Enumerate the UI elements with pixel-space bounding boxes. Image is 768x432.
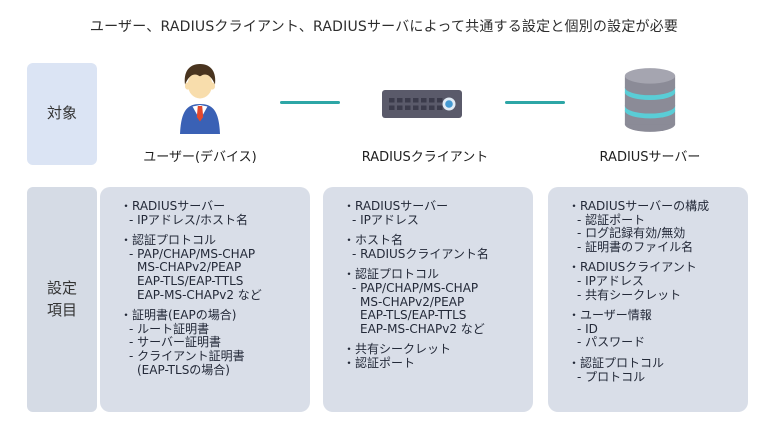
settings-line: - 共有シークレット: [577, 287, 682, 302]
row-label-settings: 設定 項目: [27, 187, 97, 412]
settings-line: MS-CHAPv2/PEAP: [360, 294, 465, 309]
settings-line: ・認証プロトコル: [568, 355, 665, 370]
settings-line: - IPアドレス: [577, 273, 644, 288]
settings-box-radius-server: ・RADIUSサーバーの構成- 認証ポート- ログ記録有効/無効- 証明書のファ…: [548, 187, 748, 412]
settings-line: - PAP/CHAP/MS-CHAP: [129, 246, 256, 261]
settings-line: ・認証プロトコル: [343, 267, 440, 282]
settings-line: ・ユーザー情報: [568, 308, 652, 323]
settings-line: ・証明書(EAPの場合): [120, 308, 237, 323]
settings-line: - PAP/CHAP/MS-CHAP: [352, 280, 479, 295]
settings-line: - IPアドレス/ホスト名: [129, 212, 248, 227]
settings-line: ・RADIUSサーバーの構成: [568, 199, 710, 213]
settings-line: EAP-MS-CHAPv2 など: [360, 321, 485, 336]
settings-line: - プロトコル: [577, 369, 646, 384]
settings-box-user: ・RADIUSサーバー- IPアドレス/ホスト名・認証プロトコル- PAP/CH…: [100, 187, 310, 412]
settings-line: ・RADIUSサーバー: [120, 199, 226, 213]
settings-line: - ログ記録有効/無効: [577, 226, 686, 241]
settings-line: - IPアドレス: [352, 212, 419, 227]
row-label-settings-text: 設定 項目: [46, 278, 77, 319]
settings-line: ・ホスト名: [343, 233, 404, 248]
database-icon: [621, 66, 679, 138]
connector-line-right: [505, 101, 565, 104]
settings-line: ・認証ポート: [343, 355, 416, 370]
user-icon: [174, 62, 226, 138]
settings-line: ・RADIUSクライアント: [568, 260, 697, 275]
settings-box-radius-client: ・RADIUSサーバー- IPアドレス・ホスト名- RADIUSクライアント名・…: [323, 187, 533, 412]
row-label-target-text: 対象: [46, 104, 77, 123]
settings-line: ・RADIUSサーバー: [343, 199, 449, 213]
settings-line: - ルート証明書: [129, 321, 210, 336]
network-switch-icon: [382, 90, 462, 122]
connector-line-left: [280, 101, 340, 104]
settings-line: EAP-MS-CHAPv2 など: [137, 287, 262, 302]
entity-label-radius-server: RADIUSサーバー: [599, 150, 701, 165]
settings-line: MS-CHAPv2/PEAP: [137, 260, 242, 275]
settings-line: - ID: [577, 321, 598, 336]
diagram-title: ユーザー、RADIUSクライアント、RADIUSサーバによって共通する設定と個別…: [89, 19, 679, 35]
settings-line: - RADIUSクライアント名: [352, 246, 489, 261]
entity-label-user: ユーザー(デバイス): [143, 150, 257, 165]
entity-label-radius-client: RADIUSクライアント: [361, 150, 489, 165]
settings-line: - 認証ポート: [577, 212, 646, 227]
settings-line: (EAP-TLSの場合): [137, 362, 230, 377]
settings-line: EAP-TLS/EAP-TTLS: [360, 308, 467, 323]
settings-line: - サーバー証明書: [129, 335, 222, 350]
settings-line: - クライアント証明書: [129, 348, 245, 363]
settings-line: - 証明書のファイル名: [577, 239, 694, 254]
row-label-target: 対象: [27, 63, 97, 165]
settings-line: ・認証プロトコル: [120, 233, 217, 248]
settings-line: - パスワード: [577, 335, 646, 350]
settings-line: ・共有シークレット: [343, 342, 452, 357]
settings-line: EAP-TLS/EAP-TTLS: [137, 273, 244, 288]
